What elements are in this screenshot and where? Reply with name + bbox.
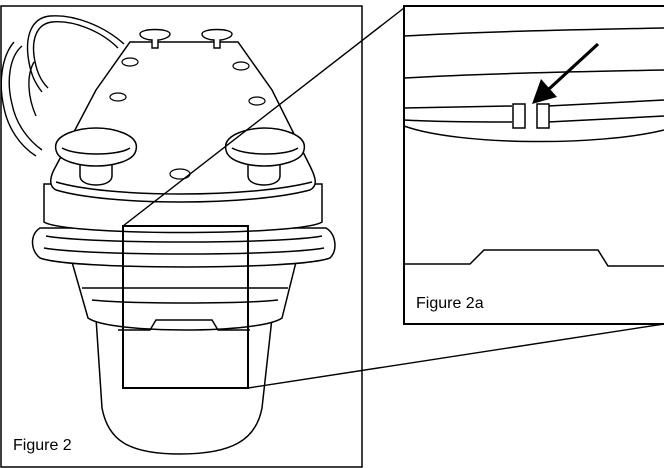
large-knob-right xyxy=(225,127,305,186)
figure-2a-label: Figure 2a xyxy=(416,295,484,312)
small-knob-left xyxy=(139,28,171,49)
zoom-region-box xyxy=(122,225,249,389)
small-knob-right xyxy=(201,28,233,49)
detail-lines xyxy=(403,27,664,267)
hose-loop xyxy=(0,15,125,157)
figure-2a-panel: Figure 2a xyxy=(403,5,664,325)
zoom-connector-lines xyxy=(122,7,664,389)
lower-cup xyxy=(95,317,273,455)
slot-tabs xyxy=(512,103,550,129)
figure-2a-frame xyxy=(403,5,664,325)
figure-2-label: Figure 2 xyxy=(13,437,72,454)
top-holes xyxy=(109,57,266,180)
large-knob-left xyxy=(55,127,137,186)
figure-2-panel: Figure 2 xyxy=(0,5,363,468)
arrow-icon xyxy=(532,42,600,104)
rim-band xyxy=(31,227,336,268)
middle-body xyxy=(71,261,297,331)
